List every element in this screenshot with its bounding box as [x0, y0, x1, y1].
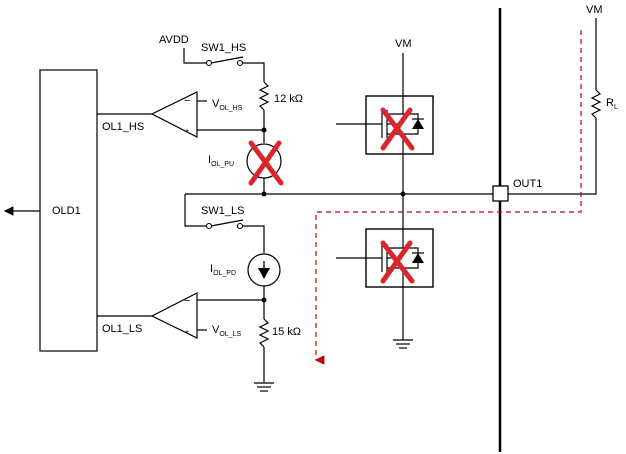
ground-icon [393, 339, 413, 349]
ol1-ls-label: OL1_LS [102, 323, 142, 335]
resistor-rl-icon [590, 89, 602, 119]
comparator-hs-plus: + [185, 128, 189, 135]
ground-icon [254, 382, 274, 392]
r15k-label: 15 kΩ [272, 326, 301, 338]
comparator-hs-minus: − [184, 95, 190, 107]
out1-to-load [508, 126, 597, 195]
comparator-ls-plus: + [185, 329, 189, 336]
resistor-15k-icon [258, 318, 270, 348]
comparator-hs-icon [150, 91, 198, 138]
vol-ls-label: VOL_LS [212, 324, 241, 338]
resistor-12k-icon [258, 81, 270, 111]
vm-right-label: VM [586, 4, 603, 16]
ol1-hs-label: OL1_HS [102, 121, 144, 133]
sw1-hs-to-resistor [242, 62, 265, 82]
comparator-ls-minus: − [184, 295, 190, 307]
old1-label: OLD1 [52, 205, 81, 217]
sw1-ls-switch-icon [205, 219, 244, 230]
out1-pin [492, 185, 509, 202]
rl-label: RL [606, 97, 618, 111]
sw1-ls-wire [184, 194, 207, 227]
vol-hs-label: VOL_HS [212, 98, 243, 112]
sw1-ls-to-source [242, 225, 265, 253]
iol-pu-label: IOL_PU [208, 154, 234, 168]
sw1-hs-switch-icon [205, 56, 244, 67]
x-mark-icon [380, 240, 415, 284]
comparator-ls-icon [150, 292, 198, 339]
node-bus-left [261, 191, 267, 197]
iol-pd-label: IOL_PD [210, 263, 236, 277]
avdd-label: AVDD [159, 34, 189, 46]
vm-top-label: VM [395, 38, 412, 50]
r12k-label: 12 kΩ [274, 93, 303, 105]
x-mark-icon [248, 140, 284, 186]
avdd-wire [183, 48, 207, 64]
sw1-hs-label: SW1_HS [201, 42, 246, 54]
old1-block [39, 69, 98, 352]
out1-label: OUT1 [513, 178, 542, 190]
x-mark-icon [380, 107, 415, 151]
current-path-icon [314, 30, 582, 365]
sw1-ls-label: SW1_LS [201, 205, 244, 217]
iol-pd-arrow-icon [258, 268, 270, 279]
